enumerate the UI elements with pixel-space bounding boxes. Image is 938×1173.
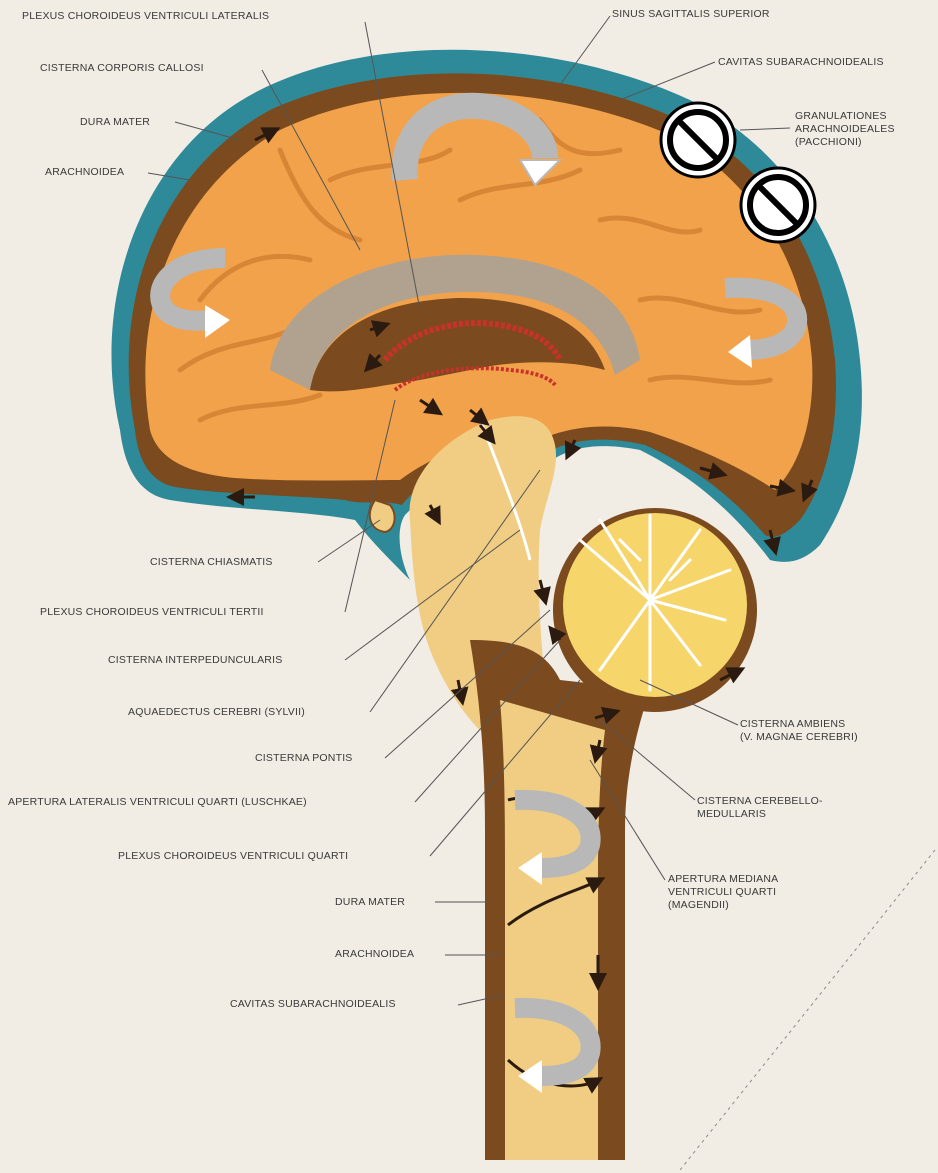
label-arachnoidea-bottom: ARACHNOIDEA	[335, 948, 414, 961]
label-aquaeductus: AQUAEDECTUS CEREBRI (SYLVII)	[128, 706, 305, 719]
label-dura-top: DURA MATER	[80, 116, 150, 129]
label-apertura-mediana-line3: (MAGENDII)	[668, 899, 778, 912]
label-granulationes-line3: (PACCHIONI)	[795, 136, 895, 149]
label-dura-bottom: DURA MATER	[335, 896, 405, 909]
label-cisterna-ambiens-line1: CISTERNA AMBIENS	[740, 718, 858, 731]
optic-chiasm	[370, 500, 395, 532]
label-granulationes: GRANULATIONES ARACHNOIDEALES (PACCHIONI)	[795, 110, 895, 149]
label-granulationes-line2: ARACHNOIDEALES	[795, 123, 895, 136]
label-plexus-lateralis: PLEXUS CHOROIDEUS VENTRICULI LATERALIS	[22, 10, 269, 23]
no-entry-icon	[661, 103, 735, 177]
label-granulationes-line1: GRANULATIONES	[795, 110, 895, 123]
label-apertura-mediana: APERTURA MEDIANA VENTRICULI QUARTI (MAGE…	[668, 873, 778, 912]
label-cisterna-corporis: CISTERNA CORPORIS CALLOSI	[40, 62, 204, 75]
label-sinus-sagittalis: SINUS SAGITTALIS SUPERIOR	[612, 8, 770, 21]
label-cisterna-cerebello-line2: MEDULLARIS	[697, 808, 823, 821]
label-cisterna-cerebello-line1: CISTERNA CEREBELLO-	[697, 795, 823, 808]
no-entry-icon	[741, 168, 815, 242]
label-plexus-quarti: PLEXUS CHOROIDEUS VENTRICULI QUARTI	[118, 850, 348, 863]
label-cisterna-pontis: CISTERNA PONTIS	[255, 752, 353, 765]
label-arachnoidea-top: ARACHNOIDEA	[45, 166, 124, 179]
spinal-cord	[500, 700, 605, 1160]
label-cisterna-cerebello: CISTERNA CEREBELLO- MEDULLARIS	[697, 795, 823, 821]
label-cisterna-chiasmatis: CISTERNA CHIASMATIS	[150, 556, 273, 569]
label-plexus-tertii: PLEXUS CHOROIDEUS VENTRICULI TERTII	[40, 606, 264, 619]
label-apertura-mediana-line1: APERTURA MEDIANA	[668, 873, 778, 886]
label-cisterna-ambiens: CISTERNA AMBIENS (V. MAGNAE CEREBRI)	[740, 718, 858, 744]
label-apertura-mediana-line2: VENTRICULI QUARTI	[668, 886, 778, 899]
label-cisterna-ambiens-line2: (V. MAGNAE CEREBRI)	[740, 731, 858, 744]
label-apertura-lateralis: APERTURA LATERALIS VENTRICULI QUARTI (LU…	[8, 796, 307, 809]
label-cavitas-sub-bottom: CAVITAS SUBARACHNOIDEALIS	[230, 998, 396, 1011]
label-cavitas-sub-top: CAVITAS SUBARACHNOIDEALIS	[718, 56, 884, 69]
label-cisterna-interped: CISTERNA INTERPEDUNCULARIS	[108, 654, 282, 667]
